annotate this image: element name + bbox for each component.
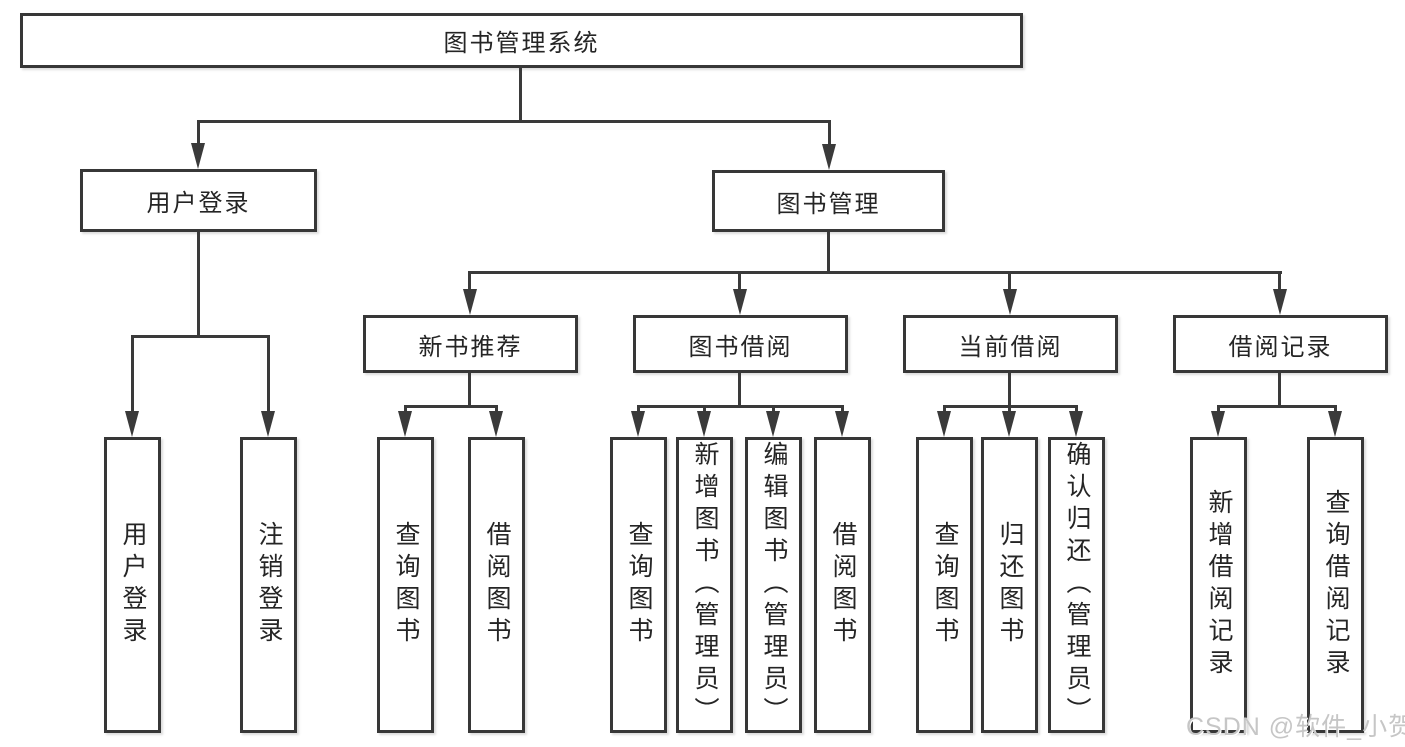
edge-line: [469, 271, 1282, 274]
edge-line: [468, 373, 471, 408]
edge-arrowhead: [1273, 289, 1287, 315]
edge-line: [267, 335, 270, 415]
edge-line: [131, 335, 270, 338]
node-query-book-recommend: 查询图书: [377, 437, 434, 733]
edge-line: [1008, 405, 1011, 415]
edge-line: [404, 405, 498, 408]
edge-line: [197, 232, 200, 338]
edge-line: [404, 405, 407, 415]
edge-line: [1334, 405, 1337, 415]
edge-line: [468, 271, 471, 291]
node-return-book: 归还图书: [981, 437, 1038, 733]
node-borrow-book: 借阅图书: [814, 437, 871, 733]
edge-line: [197, 120, 831, 123]
edge-arrowhead: [463, 289, 477, 315]
edge-line: [828, 120, 831, 146]
edge-arrowhead: [261, 411, 275, 437]
edge-line: [1217, 405, 1220, 415]
node-root: 图书管理系统: [20, 13, 1023, 68]
watermark: CSDN @软件_小贺同学: [1186, 713, 1405, 741]
edge-arrowhead: [835, 411, 849, 437]
edge-arrowhead: [489, 411, 503, 437]
edge-line: [841, 405, 844, 415]
edge-line: [1008, 373, 1011, 408]
node-edit-book-admin: 编辑图书（管理员）: [745, 437, 802, 733]
node-query-borrow-record: 查询借阅记录: [1307, 437, 1364, 733]
edge-arrowhead: [822, 144, 836, 170]
edge-line: [495, 405, 498, 415]
node-logout: 注销登录: [240, 437, 297, 733]
node-user-login: 用户登录: [104, 437, 161, 733]
edge-line: [197, 120, 200, 145]
edge-line: [738, 373, 741, 408]
edge-line: [131, 335, 134, 415]
edge-line: [1278, 271, 1281, 291]
edge-line: [1217, 405, 1337, 408]
edge-line: [827, 232, 830, 274]
edge-line: [772, 405, 775, 415]
node-confirm-return-admin: 确认归还（管理员）: [1048, 437, 1105, 733]
edge-arrowhead: [1328, 411, 1342, 437]
edge-arrowhead: [398, 411, 412, 437]
edge-arrowhead: [937, 411, 951, 437]
node-borrow-book-recommend: 借阅图书: [468, 437, 525, 733]
edge-arrowhead: [1002, 411, 1016, 437]
edge-line: [703, 405, 706, 415]
node-new-book-recommend: 新书推荐: [363, 315, 578, 373]
edge-line: [1008, 271, 1011, 291]
edge-line: [738, 271, 741, 291]
edge-arrowhead: [191, 143, 205, 169]
node-book-management: 图书管理: [712, 170, 945, 232]
node-query-book-borrow: 查询图书: [610, 437, 667, 733]
edge-line: [637, 405, 640, 415]
edge-arrowhead: [1211, 411, 1225, 437]
edge-line: [1278, 373, 1281, 408]
node-current-borrow: 当前借阅: [903, 315, 1118, 373]
edge-arrowhead: [697, 411, 711, 437]
edge-arrowhead: [1003, 289, 1017, 315]
edge-arrowhead: [631, 411, 645, 437]
edge-arrowhead: [1069, 411, 1083, 437]
edge-arrowhead: [766, 411, 780, 437]
node-book-borrow: 图书借阅: [633, 315, 848, 373]
node-borrow-records: 借阅记录: [1173, 315, 1388, 373]
edge-line: [943, 405, 946, 415]
node-add-book-admin: 新增图书（管理员）: [676, 437, 733, 733]
edge-arrowhead: [733, 289, 747, 315]
edge-line: [519, 68, 522, 123]
node-query-book-current: 查询图书: [916, 437, 973, 733]
node-user-login-branch: 用户登录: [80, 169, 317, 232]
edge-arrowhead: [125, 411, 139, 437]
edge-line: [1075, 405, 1078, 415]
node-add-borrow-record: 新增借阅记录: [1190, 437, 1247, 733]
edge-line: [637, 405, 844, 408]
